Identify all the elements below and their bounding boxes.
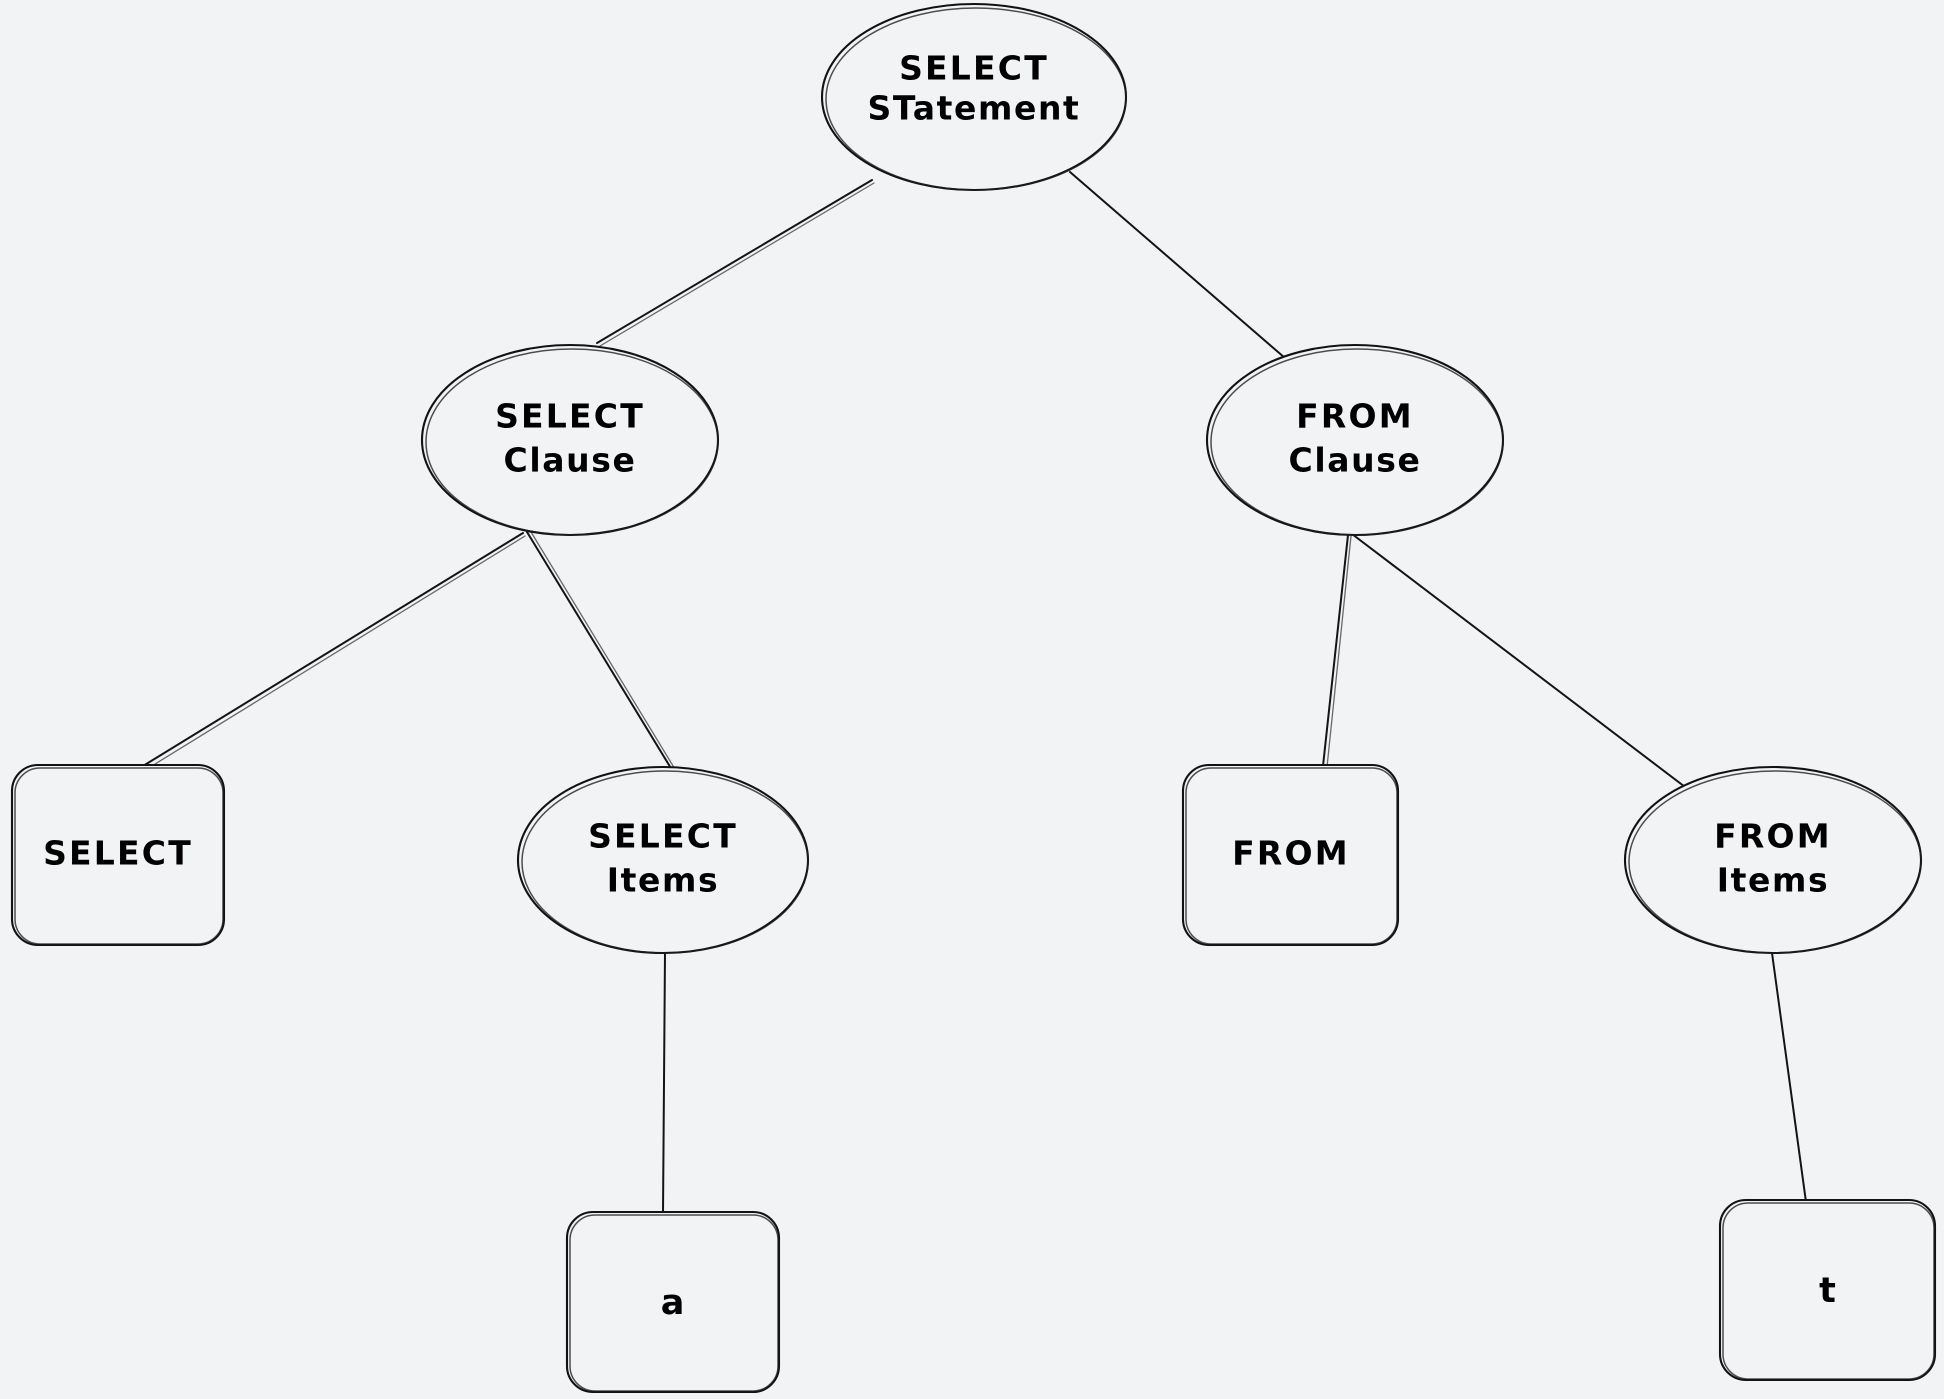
edge-from-clause-to-from-items (1351, 533, 1719, 813)
edge-select-clause-to-select-items (526, 531, 699, 808)
node-from-items-line-1: FROM (1714, 817, 1832, 856)
node-select-terminal-label: SELECT (43, 834, 193, 873)
node-select-items[interactable]: SELECT Items (516, 765, 810, 955)
node-select-statement-line-1: SELECT (899, 49, 1049, 88)
edge-layer (142, 171, 1807, 1214)
node-table-t-label: t (1819, 1271, 1837, 1311)
node-from-clause[interactable]: FROM Clause (1205, 343, 1505, 537)
node-table-t[interactable]: t (1718, 1198, 1937, 1382)
node-select-items-line-1: SELECT (588, 817, 738, 856)
node-column-a-label: a (661, 1283, 686, 1323)
node-select-items-line-2: Items (607, 861, 719, 900)
node-select-clause-line-2: Clause (504, 441, 637, 480)
edge-statement-to-select-clause (596, 179, 875, 347)
node-from-items[interactable]: FROM Items (1623, 765, 1923, 955)
node-from-terminal-label: FROM (1232, 834, 1350, 873)
edge-select-items-to-column-a (662, 951, 666, 1214)
node-from-items-line-2: Items (1717, 861, 1829, 900)
edge-statement-to-from-clause (1069, 171, 1286, 359)
node-select-clause[interactable]: SELECT Clause (420, 343, 720, 537)
node-select-terminal[interactable]: SELECT (10, 763, 226, 947)
node-select-clause-line-1: SELECT (495, 397, 645, 436)
node-from-clause-line-2: Clause (1289, 441, 1422, 480)
node-select-statement[interactable]: SELECT STatement (820, 2, 1128, 192)
edge-from-items-to-table-t (1771, 952, 1807, 1203)
edge-from-clause-to-from-terminal (1322, 534, 1352, 768)
edge-select-clause-to-select-terminal (142, 532, 526, 770)
node-from-terminal[interactable]: FROM (1181, 763, 1400, 947)
node-column-a[interactable]: a (565, 1210, 781, 1394)
node-select-statement-line-2: STatement (868, 89, 1081, 128)
node-from-clause-line-1: FROM (1296, 397, 1414, 436)
